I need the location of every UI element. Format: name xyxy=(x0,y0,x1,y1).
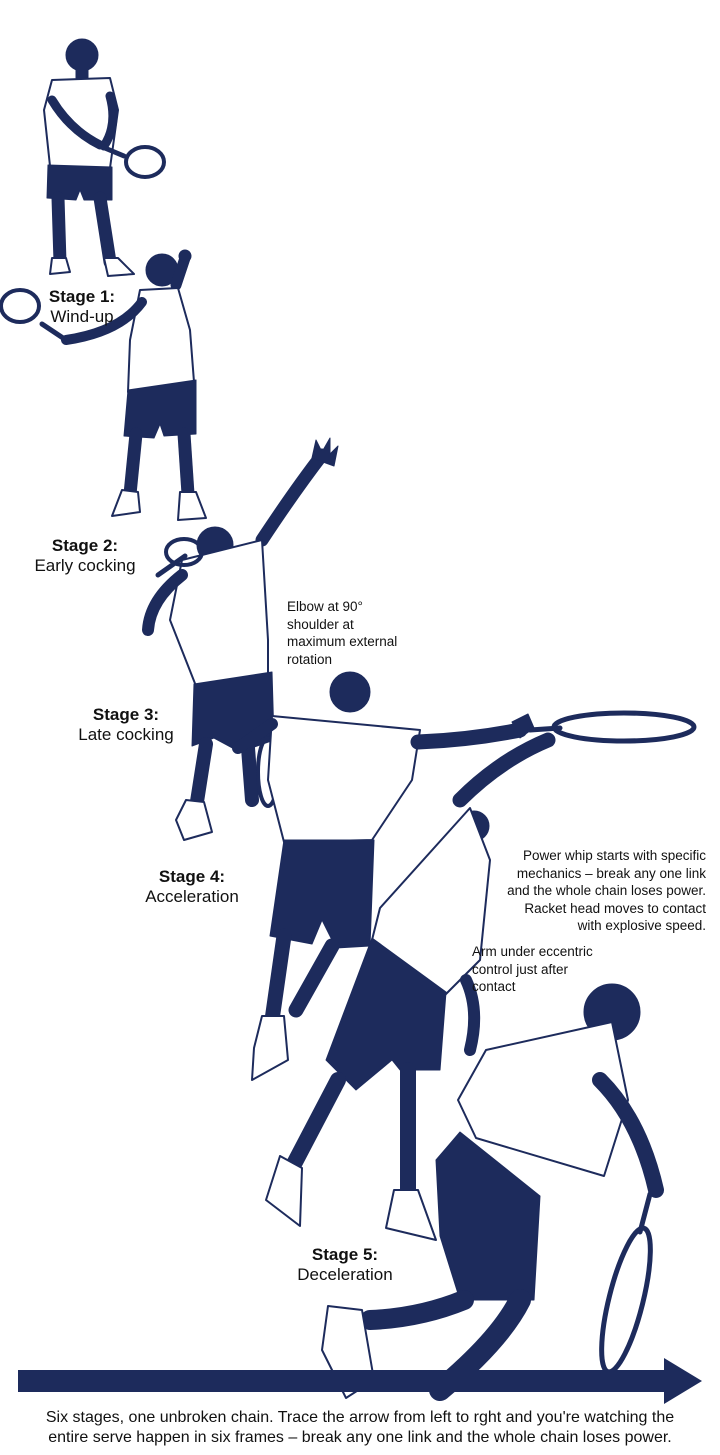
stage-label-2: Stage 2: Early cocking xyxy=(34,536,135,577)
racket-head xyxy=(0,288,41,324)
arm xyxy=(460,974,481,1056)
stage-title: Stage 5: xyxy=(311,1245,379,1264)
stage-title: Stage 1: xyxy=(48,287,116,306)
shirt xyxy=(43,77,119,169)
shirt xyxy=(457,1021,629,1177)
racket-head xyxy=(599,1225,653,1375)
note-line: control just after xyxy=(472,961,569,977)
stage-label-3: Stage 3: Late cocking xyxy=(78,705,173,746)
stage-label-4: Stage 4: Acceleration xyxy=(145,867,239,908)
leg xyxy=(123,427,143,501)
arm xyxy=(142,569,188,636)
head xyxy=(65,38,99,72)
shoe xyxy=(177,491,207,521)
raised-arm xyxy=(255,448,329,547)
racket-handle xyxy=(155,553,188,578)
stage-subtitle: Early cocking xyxy=(34,556,136,576)
shorts xyxy=(325,937,447,1091)
arm xyxy=(232,718,278,754)
shoe xyxy=(175,799,213,841)
arm xyxy=(47,95,105,150)
caption: Six stages, one unbroken chain. Trace th… xyxy=(0,1408,720,1448)
arm xyxy=(99,91,118,151)
torso-shorts xyxy=(435,1131,541,1301)
leg xyxy=(93,191,117,269)
stage-subtitle: Late cocking xyxy=(78,725,174,745)
stage-subtitle: Wind-up xyxy=(50,307,114,327)
racket-head xyxy=(551,710,697,744)
note-line: maximum external xyxy=(287,634,398,650)
leg xyxy=(288,938,340,1018)
racket-head xyxy=(164,537,204,567)
note-line: Racket head moves to contact xyxy=(524,900,706,916)
leg xyxy=(286,1072,346,1172)
neck xyxy=(75,67,89,79)
shoe xyxy=(251,1015,289,1081)
stage-subtitle: Deceleration xyxy=(297,1265,393,1285)
arrow-shaft xyxy=(18,1370,668,1392)
figure-stage-1 xyxy=(43,38,166,277)
arm xyxy=(410,722,528,750)
note-late-cocking: Elbow at 90° shoulder at maximum externa… xyxy=(287,598,397,668)
arm xyxy=(592,1072,664,1198)
stage-title: Stage 2: xyxy=(51,536,119,555)
arrow-head xyxy=(664,1358,702,1404)
racket-handle xyxy=(97,143,127,159)
stage-title: Stage 4: xyxy=(158,867,226,886)
note-line: Power whip starts with specific xyxy=(522,848,706,863)
racket-handle xyxy=(39,321,69,343)
shoe xyxy=(265,1155,303,1227)
note-line: shoulder at xyxy=(287,616,354,632)
leg xyxy=(189,737,213,815)
hand xyxy=(311,437,339,467)
shoe xyxy=(385,1189,437,1241)
note-line: and the whole chain loses power. xyxy=(507,883,706,899)
stage-label-5: Stage 5: Deceleration xyxy=(297,1245,392,1286)
shoe xyxy=(49,257,71,275)
shirt xyxy=(169,539,269,687)
head xyxy=(329,671,371,713)
shoe xyxy=(111,489,141,517)
hand xyxy=(178,249,192,263)
note-line: with explosive speed. xyxy=(577,918,706,934)
note-line: mechanics – break any one link xyxy=(516,865,706,881)
progress-arrow xyxy=(18,1358,702,1404)
note-line: Arm under eccentric xyxy=(472,944,593,959)
shoe xyxy=(103,257,135,277)
note-eccentric: Arm under eccentric control just after c… xyxy=(472,943,593,996)
leg xyxy=(177,427,195,501)
leg xyxy=(51,191,67,269)
caption-line: Six stages, one unbroken chain. Trace th… xyxy=(45,1409,675,1426)
shirt xyxy=(267,715,421,843)
figure-stage-2 xyxy=(0,249,207,521)
leg xyxy=(264,928,292,1028)
note-line: contact xyxy=(472,979,516,995)
caption-line: entire serve happen in six frames – brea… xyxy=(48,1429,672,1446)
racket-head xyxy=(124,145,166,179)
figure-stage-4 xyxy=(232,671,697,1081)
racket-handle xyxy=(637,1191,653,1235)
stage-label-1: Stage 1: Wind-up xyxy=(49,287,115,328)
stage-subtitle: Acceleration xyxy=(145,887,239,907)
raised-arm xyxy=(170,252,191,291)
note-line: rotation xyxy=(287,651,333,667)
leg xyxy=(360,1290,474,1330)
raised-arm xyxy=(452,732,556,808)
figure-stage-5 xyxy=(265,732,556,1241)
note-power-whip: Power whip starts with specific mechanic… xyxy=(507,847,706,935)
arm xyxy=(61,297,147,345)
note-line: Elbow at 90° xyxy=(287,599,363,614)
leg xyxy=(241,741,259,807)
shorts xyxy=(123,379,197,439)
stage-title: Stage 3: xyxy=(92,705,160,724)
